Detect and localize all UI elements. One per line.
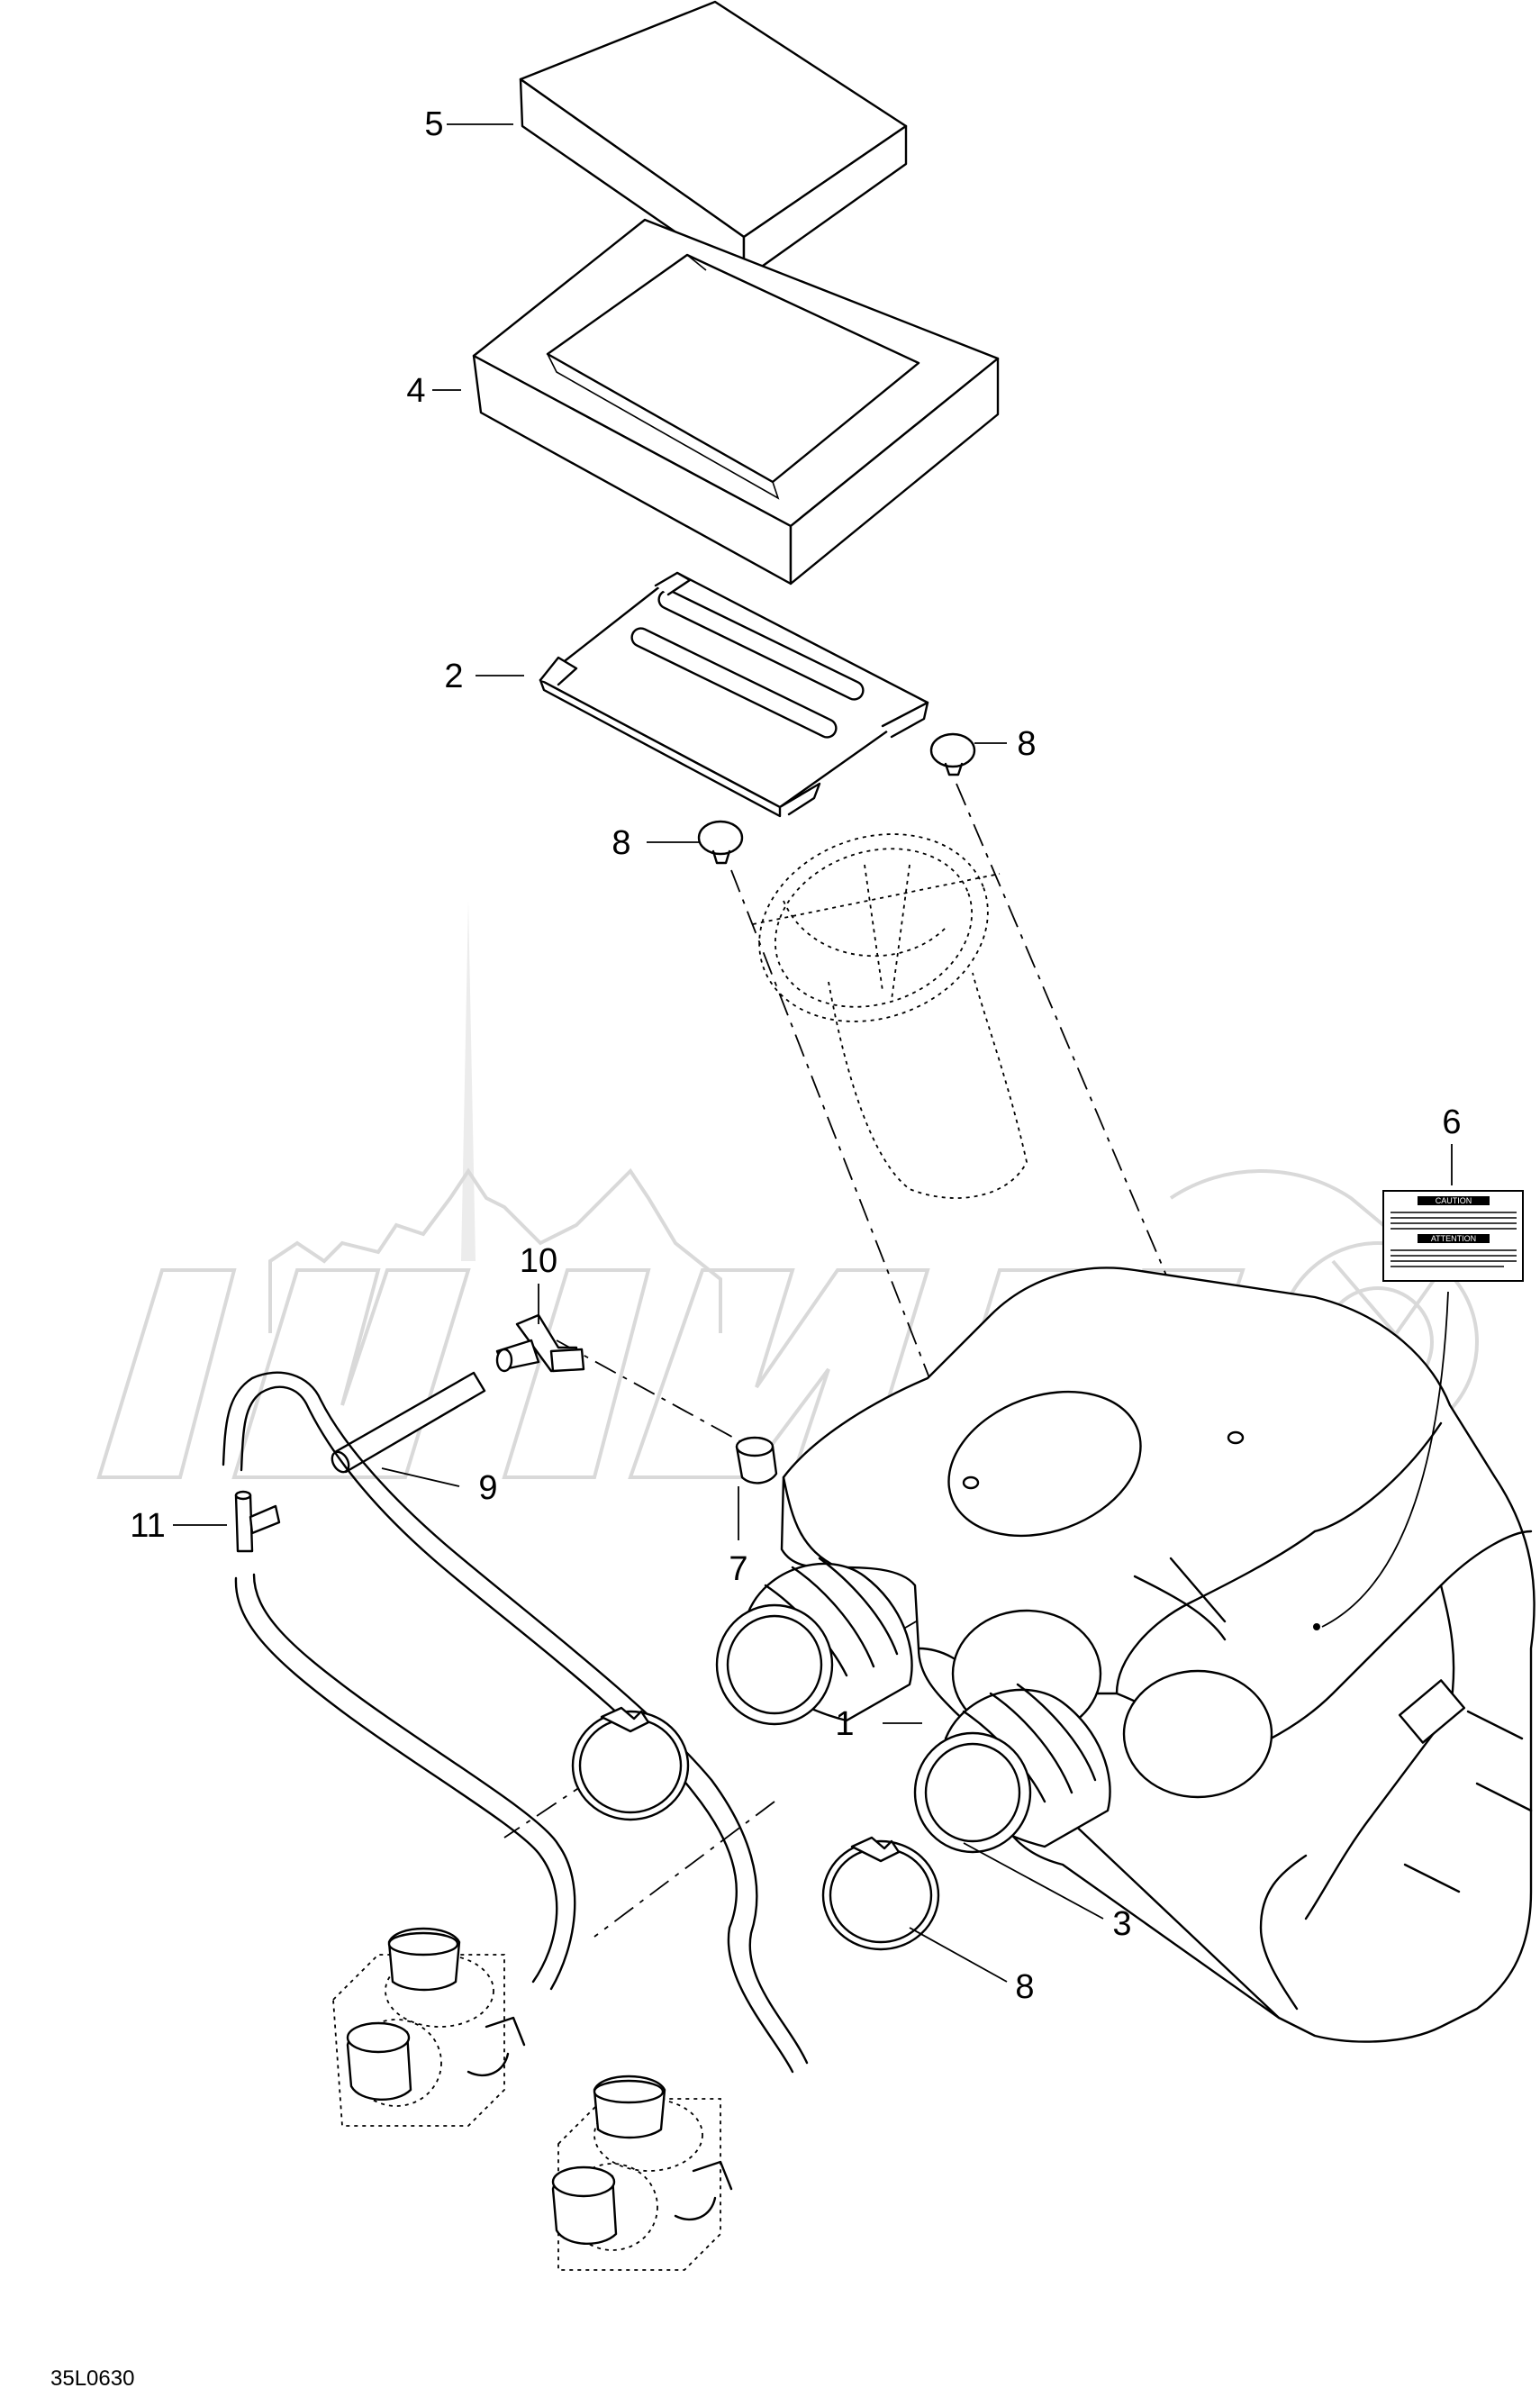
part-4-filter-frame [472,218,1000,586]
callout-8-upper-left: 8 [611,824,630,862]
callout-10: 10 [520,1242,557,1280]
part-8-clamp-upper [571,1706,690,1821]
part-9-tube [331,1371,486,1474]
part-5-filter-pad [519,0,908,281]
filter-element-hidden [752,833,1028,1199]
part-7-grommet [735,1436,778,1484]
leader-lines [173,123,1453,1983]
callout-11: 11 [130,1507,165,1545]
part-6-decal: CAUTION ATTENTION [1382,1190,1524,1282]
part-10-elbow-fitting [495,1313,585,1373]
part-2-plate [539,571,929,818]
callout-8-upper-right: 8 [1017,725,1036,763]
part-3-adaptor-right [913,1683,1111,1854]
callout-2: 2 [444,658,463,695]
decal-attention-text: ATTENTION [1431,1234,1476,1243]
callout-8-lower: 8 [1015,1968,1034,2006]
part-1-air-box [780,1267,1535,2043]
part-8-clamp-lower [821,1836,940,1951]
callout-9: 9 [478,1469,497,1507]
callout-6: 6 [1442,1103,1461,1141]
part-3-adaptor-left [715,1557,913,1726]
callout-numbers: 5 4 2 8 8 6 10 9 11 7 1 3 8 [130,105,1461,2006]
callout-5: 5 [424,105,443,143]
part-8-fastener-left [697,820,744,865]
decal-caution-text: CAUTION [1436,1196,1472,1205]
callout-4: 4 [406,372,425,410]
callout-3: 3 [1112,1905,1131,1943]
diagram-reference: 35L0630 [50,2366,134,2391]
carburetors [332,1927,733,2271]
part-11-t-fitting [234,1490,281,1553]
hoses [222,1371,809,2074]
callout-7: 7 [729,1550,747,1588]
part-8-fastener-right [929,732,976,776]
callout-1: 1 [835,1705,854,1743]
